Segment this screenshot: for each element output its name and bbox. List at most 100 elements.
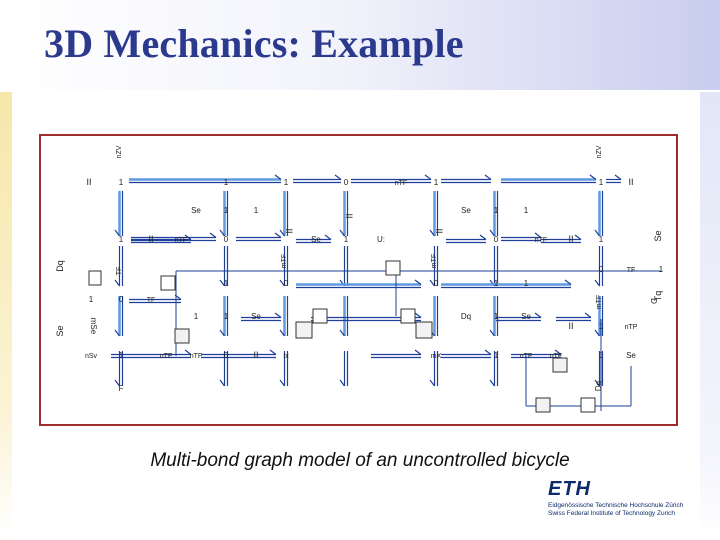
junction-label: nTF <box>190 353 202 360</box>
junction-label: II <box>628 177 633 187</box>
bond-line <box>429 279 435 287</box>
bond-line <box>324 234 332 240</box>
component-box <box>312 308 328 324</box>
junction-label: Se <box>626 351 636 360</box>
component-box <box>415 321 433 339</box>
junction-label: 1 <box>119 178 124 187</box>
junction-label: Dq <box>461 312 471 321</box>
bond-line <box>564 279 572 285</box>
eth-logo-line-german: Eidgenössische Technische Hochschule Zür… <box>548 502 684 509</box>
junction-label: Dq <box>55 260 65 272</box>
junction-label: TF <box>116 267 123 276</box>
component-boxes <box>88 260 596 413</box>
component-box <box>174 328 190 344</box>
junction-label: 1 <box>224 206 229 215</box>
junction-label: nTF <box>550 353 562 360</box>
junction-label: nTF <box>535 237 547 244</box>
junction-label: 1 <box>599 178 604 187</box>
junction-label: Se <box>311 235 321 244</box>
junction-label: II <box>568 234 573 244</box>
junction-label: Se <box>251 312 261 321</box>
junction-label: U: <box>377 235 385 244</box>
eth-logo: ETH Eidgenössische Technische Hochschule… <box>548 478 698 518</box>
eth-logo-line-english: Swiss Federal Institute of Technology Zu… <box>548 510 676 517</box>
junction-label: 0 <box>119 295 124 304</box>
junction-label: II <box>284 228 294 233</box>
junction-label: 1 <box>494 312 499 321</box>
bond-line <box>584 312 592 318</box>
bond-line <box>114 229 120 237</box>
junction-label: 1 <box>524 279 529 288</box>
junction-label: D <box>649 298 658 304</box>
bond-line <box>219 379 225 387</box>
component-box <box>295 321 313 339</box>
junction-label: mSe <box>89 318 98 335</box>
junction-label: 0 <box>494 235 499 244</box>
bond-line <box>414 349 422 355</box>
junction-label: 0 <box>599 265 604 274</box>
bond-line <box>594 279 600 287</box>
junction-label: 1 <box>224 312 229 321</box>
component-box <box>400 308 416 324</box>
junction-label: nZV <box>596 145 603 158</box>
bond-line <box>339 229 345 237</box>
bond-line <box>414 312 422 318</box>
bond-line <box>429 229 435 237</box>
slide-title: 3D Mechanics: Example <box>44 21 464 66</box>
junction-label: 0 <box>224 351 229 360</box>
bond-line <box>489 229 495 237</box>
junction-label: II <box>253 350 258 360</box>
component-box <box>580 397 596 413</box>
component-box <box>160 275 176 291</box>
junction-label: 1 <box>284 178 289 187</box>
bond-line <box>574 234 582 240</box>
bond-line <box>269 349 277 355</box>
junction-label: nSv <box>85 353 98 360</box>
junction-label: Ix <box>283 353 289 360</box>
junction-label: 1 <box>494 279 499 288</box>
junction-label: II <box>148 234 153 244</box>
junction-label: 1 <box>524 206 529 215</box>
junction-label: 1 <box>599 322 604 331</box>
bond-line <box>114 329 120 337</box>
junction-label: mX <box>431 353 442 360</box>
bond-line <box>114 279 120 287</box>
junction-label: Dq <box>594 381 603 391</box>
left-decorative-stripe <box>0 92 12 540</box>
bond-line <box>114 379 120 387</box>
bond-line <box>334 174 342 180</box>
junction-label: Se <box>191 206 201 215</box>
junction-label: Se <box>55 325 65 336</box>
bond-line <box>339 379 345 387</box>
bond-line <box>279 329 285 337</box>
diagram-caption: Multi-bond graph model of an uncontrolle… <box>150 450 570 471</box>
junction-label: mTF <box>281 254 288 268</box>
bond-line <box>339 329 345 337</box>
right-decorative-stripe <box>700 92 720 540</box>
bond-line <box>429 379 435 387</box>
eth-logo-mark: ETH <box>548 478 591 500</box>
junction-label: 1 <box>119 235 124 244</box>
bond-line <box>219 279 225 287</box>
junction-label: nTF <box>520 353 532 360</box>
bond-line <box>594 229 600 237</box>
junction-label: 1 <box>89 295 94 304</box>
bond-line <box>479 234 487 240</box>
junction-label: II <box>344 213 354 218</box>
component-box <box>385 260 401 276</box>
bond-line <box>219 329 225 337</box>
bond-line <box>554 349 562 355</box>
junction-label: nTF <box>175 237 187 244</box>
bond-line <box>279 379 285 387</box>
bond-line <box>594 329 600 337</box>
bond-line <box>279 229 285 237</box>
junction-label: 1 <box>344 235 349 244</box>
bond-line <box>614 174 622 180</box>
junction-label: nZV <box>116 145 123 158</box>
junction-label: nTP <box>625 324 638 331</box>
bond-line <box>484 349 492 355</box>
bond-line <box>274 174 282 180</box>
junction-label: II <box>568 321 573 331</box>
